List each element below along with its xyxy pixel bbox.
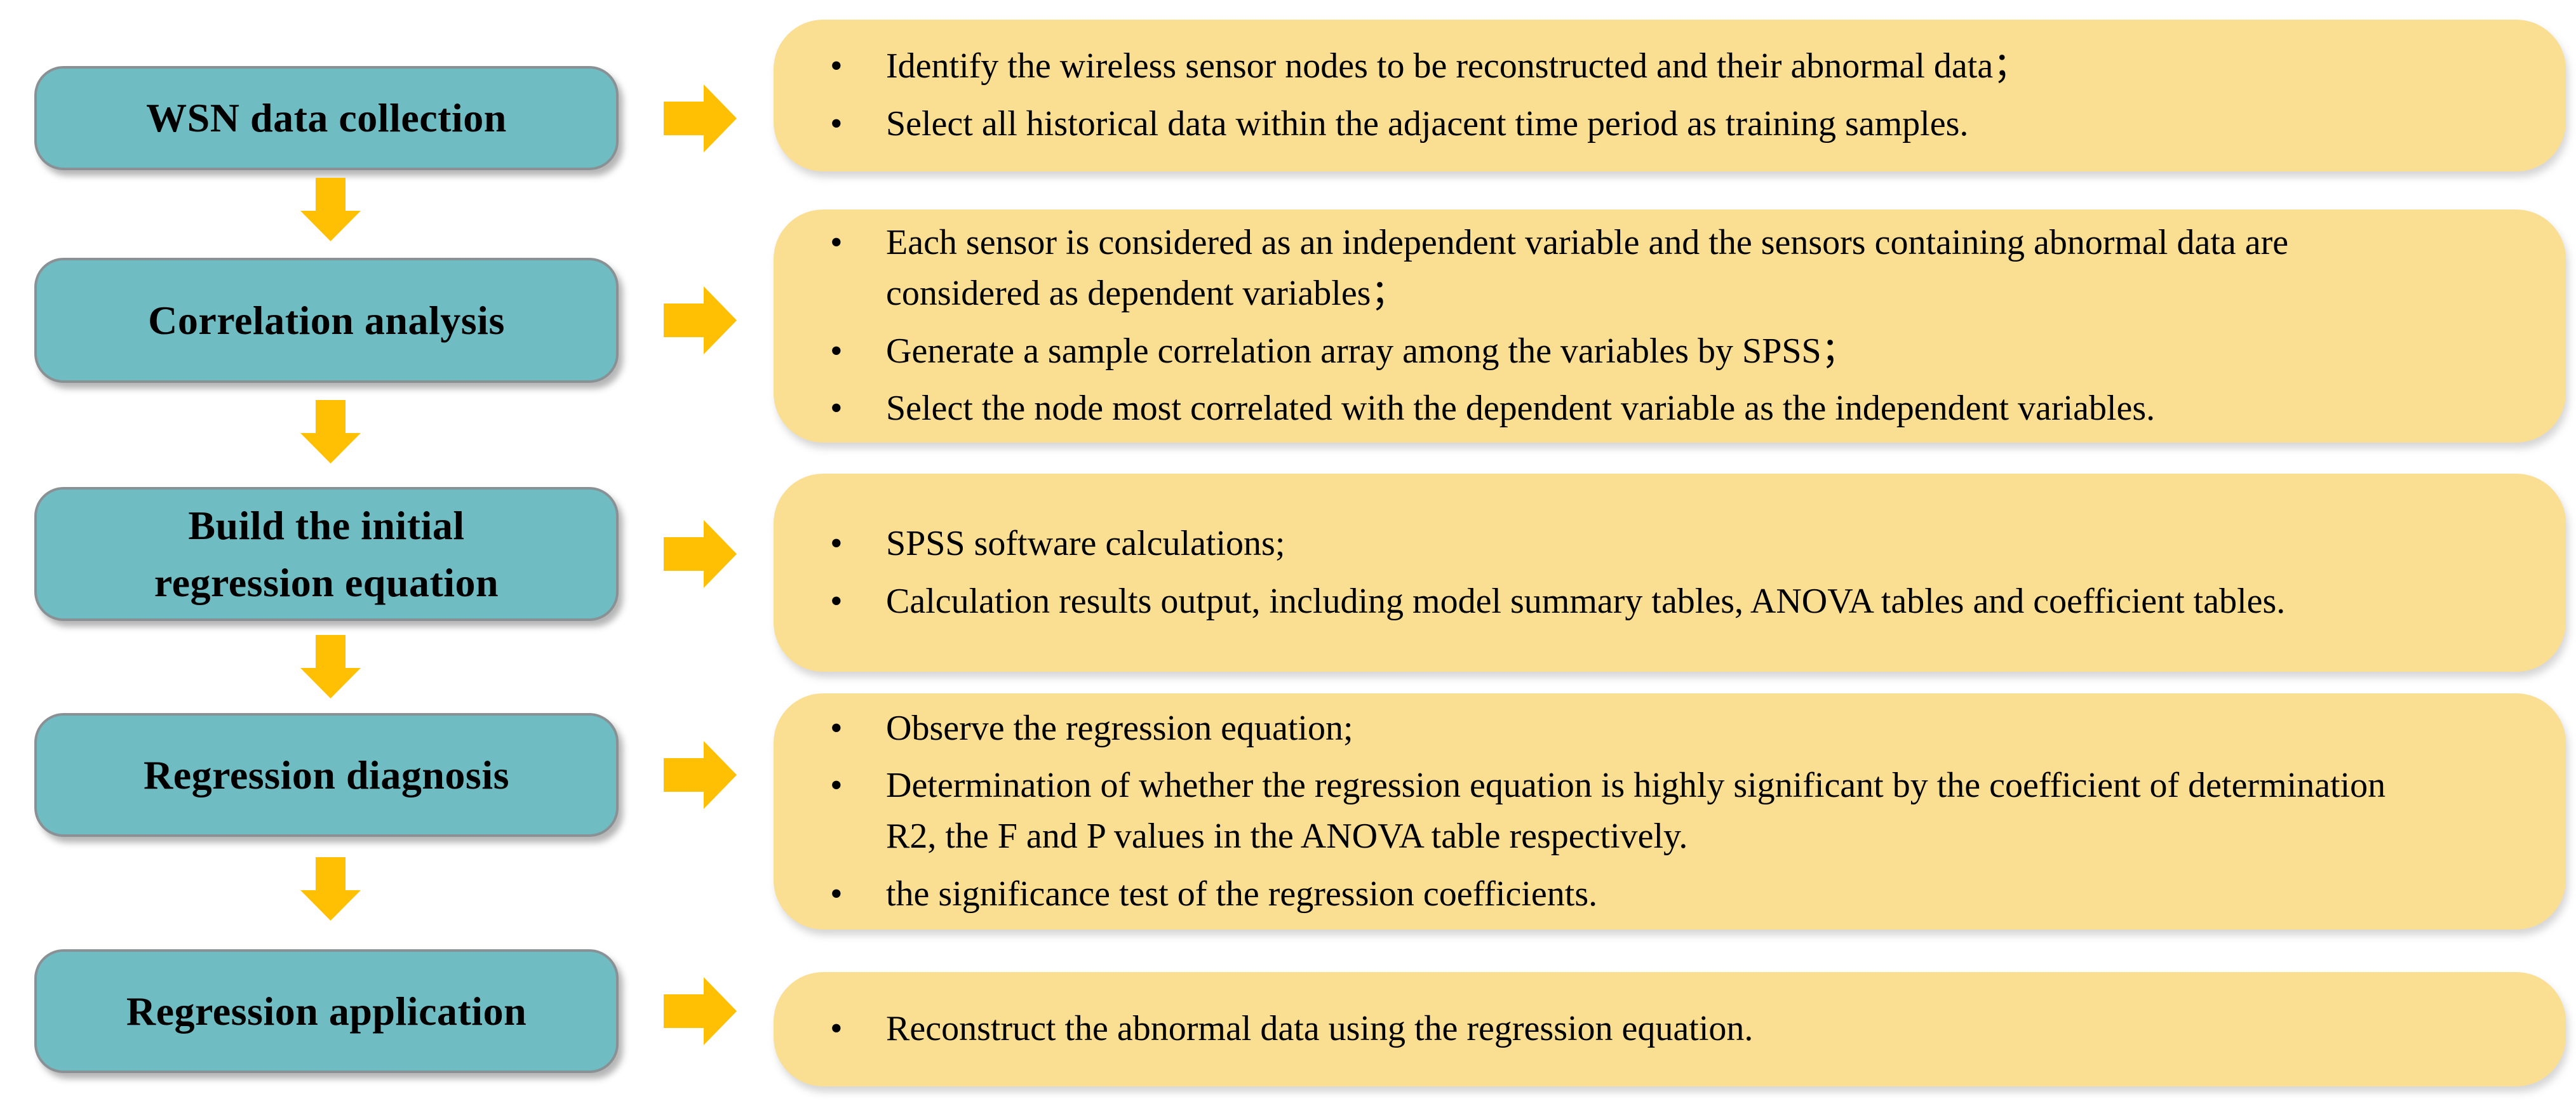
flow-arrow-down-icon [300, 857, 361, 921]
flow-arrow-down-icon [300, 635, 361, 698]
stage-label: Regression diagnosis [143, 752, 510, 797]
flow-arrow-right-icon [664, 286, 737, 354]
flow-arrow-down-icon [300, 400, 361, 464]
flow-arrow-right-icon [664, 84, 737, 152]
flow-arrow-right-icon [664, 977, 737, 1045]
flow-arrow-down-icon [300, 178, 361, 241]
bullet-list: Reconstruct the abnormal data using the … [808, 997, 2413, 1062]
detail-box-correlation-analysis: Each sensor is considered as an independ… [774, 210, 2566, 443]
flow-arrow-right-icon [664, 741, 737, 809]
bullet-item: Reconstruct the abnormal data using the … [808, 1004, 2413, 1055]
bullet-item: Generate a sample correlation array amon… [808, 326, 2413, 377]
bullet-item: SPSS software calculations; [808, 519, 2413, 570]
stage-box-correlation-analysis: Correlation analysis [34, 258, 619, 383]
stage-box-build-initial-regression-equation: Build the initial regression equation [34, 487, 619, 621]
bullet-item: Determination of whether the regression … [808, 761, 2413, 862]
bullet-item: Observe the regression equation; [808, 704, 2413, 754]
bullet-item: Each sensor is considered as an independ… [808, 218, 2413, 319]
bullet-list: Observe the regression equation; Determi… [808, 697, 2413, 926]
flow-arrow-right-icon [664, 520, 737, 588]
detail-box-regression-diagnosis: Observe the regression equation; Determi… [774, 693, 2566, 930]
stage-label: Regression application [126, 988, 527, 1034]
stage-box-regression-diagnosis: Regression diagnosis [34, 713, 619, 837]
bullet-list: Identify the wireless sensor nodes to be… [808, 34, 2413, 156]
stage-label: WSN data collection [146, 95, 507, 141]
stage-box-regression-application: Regression application [34, 949, 619, 1073]
bullet-list: SPSS software calculations; Calculation … [808, 512, 2413, 634]
bullet-item: Select the node most correlated with the… [808, 384, 2413, 434]
bullet-list: Each sensor is considered as an independ… [808, 211, 2413, 441]
bullet-item: Select all historical data within the ad… [808, 99, 2413, 150]
detail-box-wsn-data-collection: Identify the wireless sensor nodes to be… [774, 20, 2566, 171]
stage-label: Correlation analysis [148, 297, 505, 343]
bullet-item: Identify the wireless sensor nodes to be… [808, 41, 2413, 92]
detail-box-regression-application: Reconstruct the abnormal data using the … [774, 972, 2566, 1086]
bullet-item: Calculation results output, including mo… [808, 577, 2413, 627]
stage-label: Build the initial regression equation [154, 502, 499, 605]
detail-box-build-initial-regression-equation: SPSS software calculations; Calculation … [774, 474, 2566, 672]
stage-box-wsn-data-collection: WSN data collection [34, 66, 619, 170]
bullet-item: the significance test of the regression … [808, 869, 2413, 920]
